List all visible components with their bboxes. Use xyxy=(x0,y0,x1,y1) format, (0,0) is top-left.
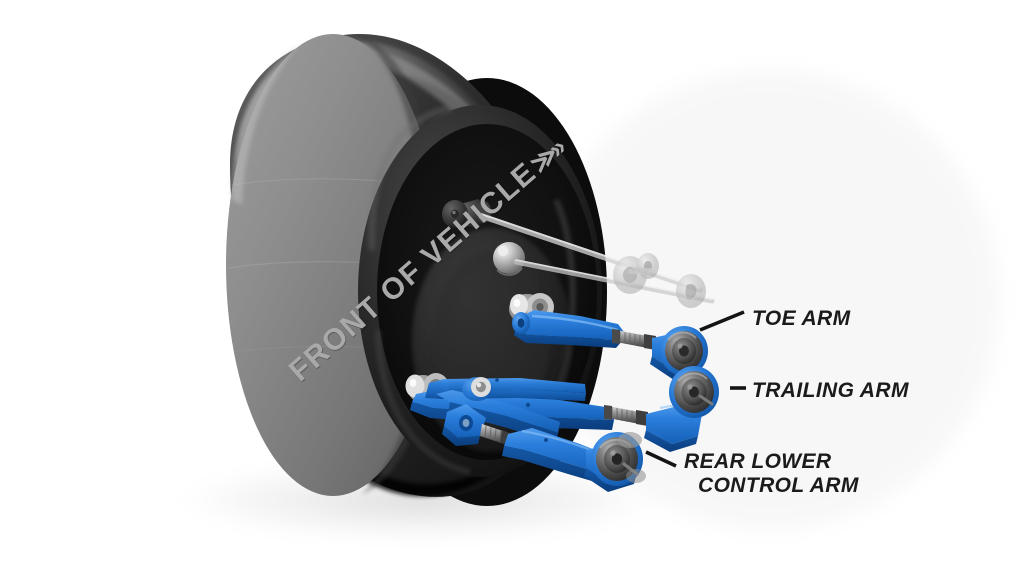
ghost-joint-a xyxy=(613,253,659,294)
toe-arm-clevis xyxy=(512,312,530,334)
ghost-joint-b xyxy=(676,274,706,308)
ball-stud xyxy=(493,242,525,276)
trailing-arm-outboard-bushing xyxy=(669,366,719,418)
trailing-arm-adjuster xyxy=(604,405,648,426)
rlca-inboard-clevis xyxy=(442,404,486,446)
rear-lower-control-arm-blue xyxy=(442,404,646,492)
hub-spindle xyxy=(442,199,491,229)
label-rear-lower-control-arm: REAR LOWER CONTROL ARM xyxy=(684,450,859,497)
leader-line-toe-arm xyxy=(699,310,745,332)
ghosted-upper-links xyxy=(442,199,715,308)
rlca-outboard-bushing xyxy=(591,432,646,486)
trailing-arm-blue xyxy=(405,366,719,452)
leader-line-rlca xyxy=(645,450,677,468)
label-trailing-arm: TRAILING ARM xyxy=(752,379,909,402)
label-rlca-line2: CONTROL ARM xyxy=(698,473,859,497)
leader-lines xyxy=(645,310,746,468)
ground-shadow xyxy=(150,456,690,544)
label-rlca-line1: REAR LOWER xyxy=(684,450,832,473)
trailing-arm-center-boss xyxy=(462,377,492,401)
upper-link-rod-1 xyxy=(478,213,703,293)
toe-arm-outboard-bushing xyxy=(660,326,708,376)
label-toe-arm: TOE ARM xyxy=(752,307,851,330)
